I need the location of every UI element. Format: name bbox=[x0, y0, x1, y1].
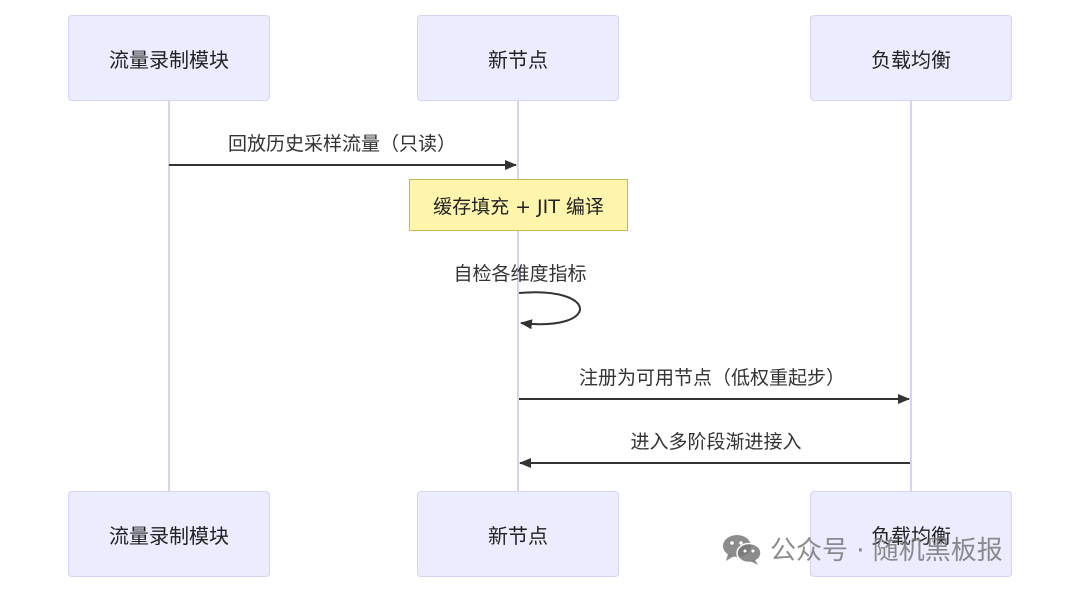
label-replay: 回放历史采样流量（只读） bbox=[227, 133, 457, 155]
actor-lb-top: 负载均衡 bbox=[810, 15, 1012, 101]
actor-recorder-top: 流量录制模块 bbox=[68, 15, 270, 101]
watermark-text: 公众号 · 随机黑板报 bbox=[770, 536, 1003, 566]
lifeline-new-node bbox=[517, 101, 519, 491]
actor-recorder-bottom: 流量录制模块 bbox=[68, 491, 270, 577]
wechat-icon bbox=[723, 534, 762, 565]
arrow-self-check bbox=[518, 291, 581, 330]
label-register: 注册为可用节点（低权重起步） bbox=[578, 367, 846, 389]
actor-new-node-top: 新节点 bbox=[417, 15, 619, 101]
note-cache-jit: 缓存填充 + JIT 编译 bbox=[409, 179, 628, 231]
lifeline-lb bbox=[910, 101, 912, 491]
actor-lb-bottom: 负载均衡 bbox=[810, 491, 1012, 577]
actor-new-node-bottom: 新节点 bbox=[417, 491, 619, 577]
label-ramp-up: 进入多阶段渐进接入 bbox=[630, 431, 802, 453]
lifeline-recorder bbox=[168, 101, 170, 491]
label-self-check: 自检各维度指标 bbox=[453, 263, 587, 285]
watermark: 公众号 · 随机黑板报 bbox=[722, 530, 1003, 567]
